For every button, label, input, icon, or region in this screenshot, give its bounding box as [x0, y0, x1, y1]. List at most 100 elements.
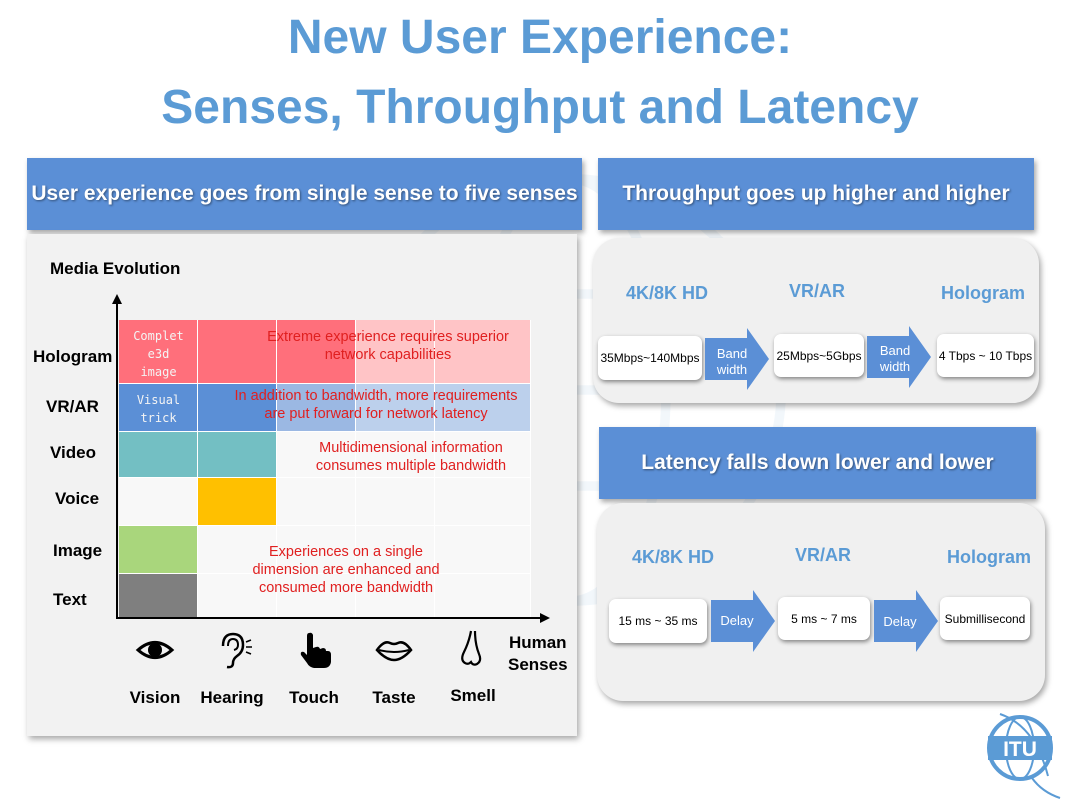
cell-hologram-hearing [198, 320, 277, 384]
latency-col-hologram: Hologram [947, 547, 1032, 567]
level-label-hologram: Hologram [33, 347, 113, 366]
x-axis [116, 617, 542, 619]
sense-label-smell: Smell [450, 686, 496, 705]
latency-col-vrar: VR/AR [795, 545, 852, 565]
cell-image-touch [277, 526, 356, 574]
sense-hearing: Hearing [194, 630, 270, 708]
sense-touch: Touch [276, 630, 352, 708]
cell-voice-smell [435, 478, 531, 526]
cell-hologram-vision [119, 320, 198, 384]
sense-smell: Smell [435, 628, 511, 706]
y-axis [116, 302, 118, 618]
vrar-vision-cell-text: Visual trick [119, 391, 198, 427]
level-label-text: Text [53, 590, 87, 609]
note-image-line2: dimension are enhanced and [252, 562, 440, 578]
x-axis-title-line1: Human [508, 633, 567, 652]
level-label-video: Video [50, 443, 96, 462]
bandwidth-arrow-1-line1: Band [716, 346, 748, 361]
throughput-col-4k8k: 4K/8K HD [626, 283, 709, 303]
bandwidth-arrow-2-line1: Band [879, 343, 911, 358]
note-image: Experiences on a single dimension are en… [216, 543, 476, 597]
cell-video-vision [119, 432, 198, 478]
level-label-image: Image [53, 541, 103, 560]
note-image-line3: consumed more bandwidth [258, 580, 434, 596]
latency-col-4k8k: 4K/8K HD [632, 547, 715, 567]
page-title-line2: Senses, Throughput and Latency [161, 81, 919, 134]
y-axis-arrow [112, 294, 122, 304]
note-vrar-line1: In addition to bandwidth, more requireme… [234, 388, 518, 404]
cell-video-taste [356, 432, 435, 478]
delay-arrow-icon [711, 590, 775, 652]
cell-video-hearing [198, 432, 277, 478]
level-label-vrar: VR/AR [46, 397, 99, 416]
x-axis-title-line2: Senses [508, 655, 568, 674]
vrar-cell-line2: trick [140, 411, 177, 425]
sense-vision: Vision [117, 630, 193, 708]
note-video: Multidimensional information consumes mu… [281, 439, 541, 475]
note-hologram-line1: Extreme experience requires superior [267, 329, 509, 345]
cell-image-smell [435, 526, 531, 574]
latency-value-vrar: 5 ms ~ 7 ms [778, 597, 870, 640]
level-label-voice: Voice [55, 489, 100, 508]
sense-label-hearing: Hearing [200, 688, 264, 707]
eye-icon [135, 641, 175, 659]
bandwidth-arrow-icon [705, 328, 769, 390]
throughput-col-hologram: Hologram [941, 283, 1026, 303]
bandwidth-arrow-2-line2: width [879, 359, 911, 374]
cell-vrar-taste [356, 384, 435, 432]
cell-vrar-touch [277, 384, 356, 432]
delay-arrow-label-1: Delay [720, 613, 754, 628]
cell-image-taste [356, 526, 435, 574]
note-image-line1: Experiences on a single [269, 544, 423, 560]
cell-voice-vision [119, 478, 198, 526]
cell-image-hearing [198, 526, 277, 574]
cell-voice-taste [356, 478, 435, 526]
itu-logo-icon: ITU [987, 713, 1061, 799]
throughput-col-vrar: VR/AR [789, 281, 846, 301]
throughput-value-vrar: 25Mbps~5Gbps [774, 334, 864, 377]
cell-voice-hearing [198, 478, 277, 526]
delay-arrow-label-2: Delay [883, 614, 917, 629]
hologram-cell-line1: Complet [133, 329, 184, 343]
media-sense-grid [119, 320, 531, 618]
cell-video-smell [435, 432, 531, 478]
throughput-banner: Throughput goes up higher and higher [598, 158, 1034, 230]
latency-value-hologram: Submillisecond [940, 597, 1030, 640]
nose-icon [461, 630, 482, 666]
cell-vrar-vision [119, 384, 198, 432]
bandwidth-arrow-1-line2: width [716, 362, 748, 377]
cell-image-vision [119, 526, 198, 574]
x-axis-arrow [540, 613, 550, 623]
latency-banner: Latency falls down lower and lower [599, 427, 1036, 499]
media-evolution-title: Media Evolution [50, 259, 181, 278]
delay-arrow-icon [874, 590, 938, 652]
cell-vrar-smell [435, 384, 531, 432]
page-title-line1: New User Experience: [287, 11, 793, 64]
cell-hologram-taste [356, 320, 435, 384]
bandwidth-arrow-label-1: Band width [706, 346, 758, 378]
bandwidth-arrow-icon [867, 326, 931, 388]
note-video-line1: Multidimensional information [319, 440, 503, 456]
bandwidth-arrow-label-2: Band width [869, 343, 921, 375]
sense-label-taste: Taste [372, 688, 416, 707]
note-hologram-line2: network capabilities [324, 347, 452, 363]
cell-vrar-hearing [198, 384, 277, 432]
note-vrar-line2: are put forward for network latency [264, 406, 488, 422]
cell-text-vision [119, 574, 198, 618]
hologram-cell-line2: e3d [147, 347, 170, 361]
cell-hologram-touch [277, 320, 356, 384]
lips-icon [375, 641, 413, 662]
note-hologram: Extreme experience requires superior net… [218, 328, 558, 364]
x-axis-title: Human Senses [508, 632, 568, 676]
note-video-line2: consumes multiple bandwidth [315, 458, 507, 474]
cell-hologram-smell [435, 320, 531, 384]
senses-banner: User experience goes from single sense t… [27, 158, 582, 230]
cell-video-touch [277, 432, 356, 478]
note-vrar: In addition to bandwidth, more requireme… [206, 387, 546, 423]
hologram-vision-cell-text: Complet e3d image [119, 327, 198, 381]
sense-label-vision: Vision [129, 688, 181, 707]
sense-taste: Taste [356, 630, 432, 708]
itu-logo-text: ITU [1003, 738, 1037, 761]
throughput-value-4k8k: 35Mbps~140Mbps [598, 336, 702, 380]
sense-label-touch: Touch [289, 688, 339, 707]
